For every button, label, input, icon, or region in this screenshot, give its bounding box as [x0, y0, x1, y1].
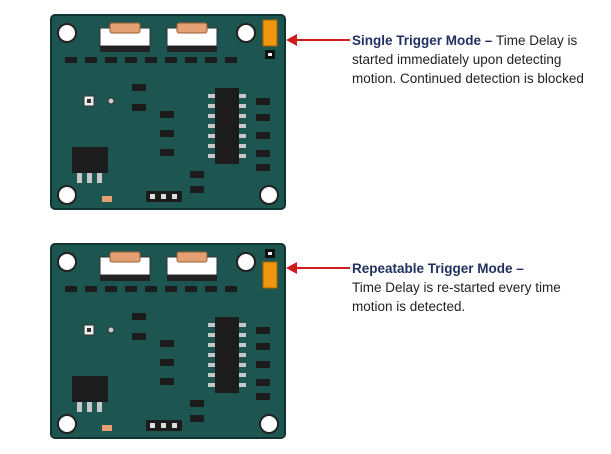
- mode-separator: –: [512, 261, 524, 276]
- red-arrow-icon: [286, 33, 350, 47]
- voltage-regulator: [72, 376, 108, 412]
- pin-header: [146, 420, 182, 431]
- trigger-jumper: [262, 249, 278, 289]
- pir-sensor-board-icon: [50, 243, 286, 439]
- mode-description: Time Delay is re-started every time moti…: [352, 280, 561, 314]
- mode-separator: –: [481, 33, 497, 48]
- red-arrow-icon: [286, 261, 350, 275]
- potentiometer-left: [99, 251, 151, 281]
- potentiometer-right: [166, 22, 218, 52]
- pin-header: [146, 191, 182, 202]
- single-trigger-caption: Single Trigger Mode – Time Delay is star…: [352, 31, 602, 88]
- trigger-jumper: [262, 19, 278, 59]
- potentiometer-right: [166, 251, 218, 281]
- ic-chip: [208, 317, 246, 393]
- pir-sensor-board-single: [50, 14, 286, 210]
- mode-title: Single Trigger Mode: [352, 33, 482, 48]
- potentiometer-left: [99, 22, 151, 52]
- voltage-regulator: [72, 147, 108, 183]
- mode-title: Repeatable Trigger Mode: [352, 261, 513, 276]
- repeatable-trigger-caption: Repeatable Trigger Mode – Time Delay is r…: [352, 259, 602, 316]
- pir-sensor-board-repeatable: [50, 243, 286, 439]
- pir-sensor-board-icon: [50, 14, 286, 210]
- mode-description: Time Delay is started immediately upon d…: [352, 33, 584, 86]
- ic-chip: [208, 88, 246, 164]
